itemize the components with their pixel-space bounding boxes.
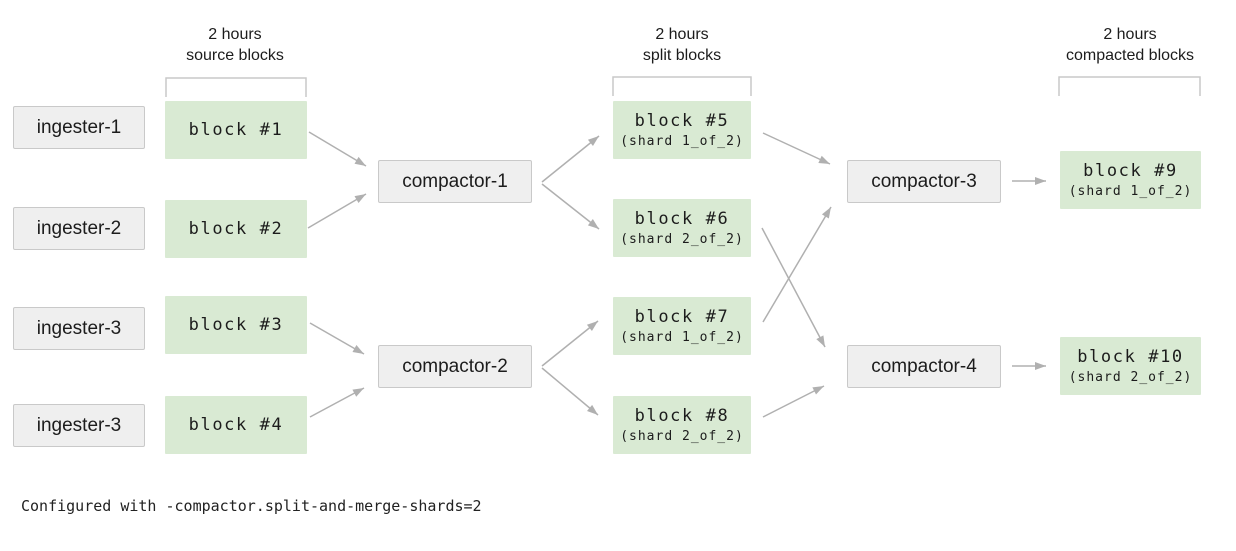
block-label: block #7 bbox=[634, 307, 730, 327]
ingester-1-node: ingester-1 bbox=[13, 106, 145, 149]
arrow-block4-to-compactor2 bbox=[309, 387, 365, 418]
block-label: block #4 bbox=[188, 415, 284, 435]
compactor-1-node: compactor-1 bbox=[378, 160, 532, 203]
node-label: ingester-3 bbox=[36, 317, 122, 339]
split-block-8: block #8 (shard 2_of_2) bbox=[613, 396, 751, 454]
block-label: block #6 bbox=[634, 209, 730, 229]
compactor-4-node: compactor-4 bbox=[847, 345, 1001, 388]
block-shard-label: (shard 2_of_2) bbox=[1068, 370, 1193, 385]
block-label: block #8 bbox=[634, 406, 730, 426]
arrow-compactor2-to-block7 bbox=[541, 320, 599, 367]
block-shard-label: (shard 1_of_2) bbox=[1068, 184, 1193, 199]
block-label: block #1 bbox=[188, 120, 284, 140]
node-label: ingester-1 bbox=[36, 116, 122, 138]
block-shard-label: (shard 2_of_2) bbox=[620, 232, 744, 247]
block-label: block #2 bbox=[188, 219, 284, 239]
split-block-5: block #5 (shard 1_of_2) bbox=[613, 101, 751, 159]
source-blocks-header: 2 hours source blocks bbox=[186, 24, 284, 66]
header-line2: split blocks bbox=[642, 47, 722, 64]
split-block-7: block #7 (shard 1_of_2) bbox=[613, 297, 751, 355]
source-block-3: block #3 bbox=[165, 296, 307, 354]
arrow-block5-to-compactor3 bbox=[762, 132, 831, 165]
source-block-2: block #2 bbox=[165, 200, 307, 258]
node-label: ingester-2 bbox=[36, 217, 122, 239]
arrow-block8-to-compactor4 bbox=[762, 385, 825, 418]
node-label: compactor-1 bbox=[402, 170, 508, 192]
ingester-3b-node: ingester-3 bbox=[13, 404, 145, 447]
header-line1: 2 hours bbox=[208, 26, 262, 43]
split-blocks-bracket bbox=[612, 76, 752, 96]
arrow-compactor2-to-block8 bbox=[541, 367, 599, 416]
node-label: compactor-4 bbox=[871, 355, 977, 377]
node-label: compactor-2 bbox=[402, 355, 508, 377]
node-label: ingester-3 bbox=[36, 414, 122, 436]
arrow-block1-to-compactor1 bbox=[308, 131, 367, 167]
block-label: block #5 bbox=[634, 111, 730, 131]
compacted-block-9: block #9 (shard 1_of_2) bbox=[1060, 151, 1201, 209]
arrow-block2-to-compactor1 bbox=[307, 193, 367, 229]
source-blocks-bracket bbox=[165, 77, 307, 97]
config-note: Configured with -compactor.split-and-mer… bbox=[21, 497, 482, 515]
node-label: compactor-3 bbox=[871, 170, 977, 192]
ingester-3-node: ingester-3 bbox=[13, 307, 145, 350]
compactor-2-node: compactor-2 bbox=[378, 345, 532, 388]
block-shard-label: (shard 1_of_2) bbox=[620, 134, 744, 149]
block-label: block #10 bbox=[1077, 347, 1184, 367]
block-label: block #9 bbox=[1083, 161, 1178, 181]
block-shard-label: (shard 2_of_2) bbox=[620, 429, 744, 444]
arrow-block6-to-compactor4 bbox=[761, 227, 826, 348]
arrow-block7-to-compactor3 bbox=[762, 206, 832, 323]
compacted-blocks-bracket bbox=[1058, 76, 1201, 96]
arrow-compactor1-to-block6 bbox=[541, 183, 600, 230]
compacted-block-10: block #10 (shard 2_of_2) bbox=[1060, 337, 1201, 395]
compacted-blocks-header: 2 hours compacted blocks bbox=[1066, 24, 1194, 66]
block-shard-label: (shard 1_of_2) bbox=[620, 330, 744, 345]
split-block-6: block #6 (shard 2_of_2) bbox=[613, 199, 751, 257]
header-line2: compacted blocks bbox=[1065, 47, 1195, 64]
header-line1: 2 hours bbox=[655, 26, 709, 43]
split-blocks-header: 2 hours split blocks bbox=[643, 24, 721, 66]
header-line1: 2 hours bbox=[1103, 26, 1157, 43]
arrow-compactor1-to-block5 bbox=[541, 135, 600, 183]
compactor-3-node: compactor-3 bbox=[847, 160, 1001, 203]
block-label: block #3 bbox=[188, 315, 284, 335]
arrow-block3-to-compactor2 bbox=[309, 322, 365, 355]
header-line2: source blocks bbox=[186, 47, 284, 64]
source-block-1: block #1 bbox=[165, 101, 307, 159]
ingester-2-node: ingester-2 bbox=[13, 207, 145, 250]
source-block-4: block #4 bbox=[165, 396, 307, 454]
